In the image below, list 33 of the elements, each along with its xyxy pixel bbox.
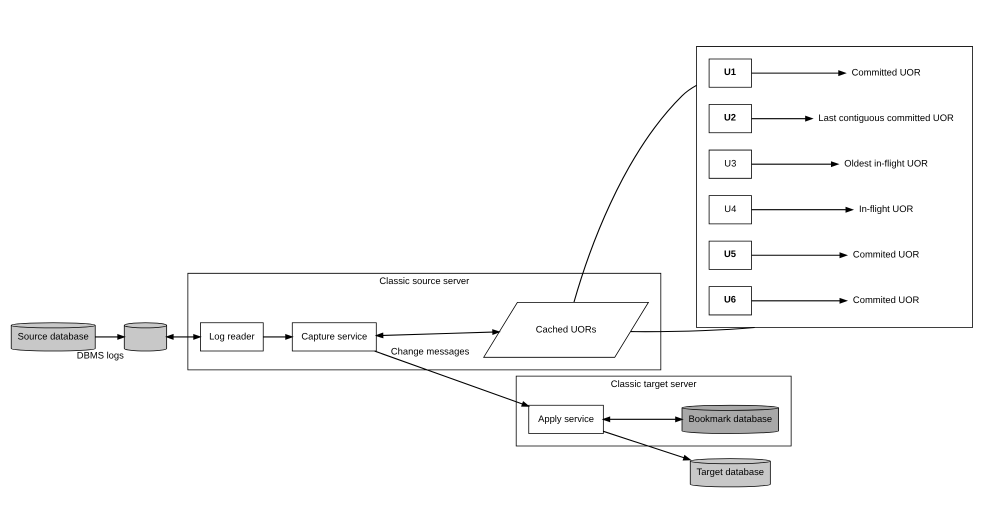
arrow xyxy=(752,115,814,122)
node-text: Commited UOR xyxy=(852,294,920,305)
node-text: Commited UOR xyxy=(852,248,920,260)
arrow xyxy=(263,333,294,340)
edge-label: Change messages xyxy=(390,345,470,356)
node-text: Last contiguous committed UOR xyxy=(818,112,954,123)
arrow xyxy=(602,416,684,422)
arrow xyxy=(752,297,848,304)
cluster xyxy=(696,46,973,328)
arrow xyxy=(752,206,854,212)
node-box: Capture service xyxy=(292,322,377,351)
connector xyxy=(573,84,697,302)
node-text: Oldest in-flight UOR xyxy=(844,157,928,168)
arrow xyxy=(95,333,126,340)
arrow xyxy=(165,333,202,340)
node-text: In-flight UOR xyxy=(858,202,914,214)
arrow xyxy=(752,70,847,76)
arrow xyxy=(374,350,530,406)
node-box: U1 xyxy=(708,58,752,88)
node-box: Apply service xyxy=(528,404,604,434)
arrow xyxy=(752,160,840,167)
arrow xyxy=(374,328,501,338)
node-box: Log reader xyxy=(200,322,264,351)
node-box: U5 xyxy=(708,240,752,270)
node-label: DBMS logs xyxy=(76,349,124,360)
arrow xyxy=(752,252,848,258)
connector xyxy=(630,326,755,332)
node-box: U6 xyxy=(708,286,752,315)
node-box: U3 xyxy=(708,149,752,178)
node-box: U4 xyxy=(708,194,752,224)
node-text: Committed UOR xyxy=(852,66,921,78)
node-box: U2 xyxy=(708,104,752,133)
arrow xyxy=(603,430,692,460)
